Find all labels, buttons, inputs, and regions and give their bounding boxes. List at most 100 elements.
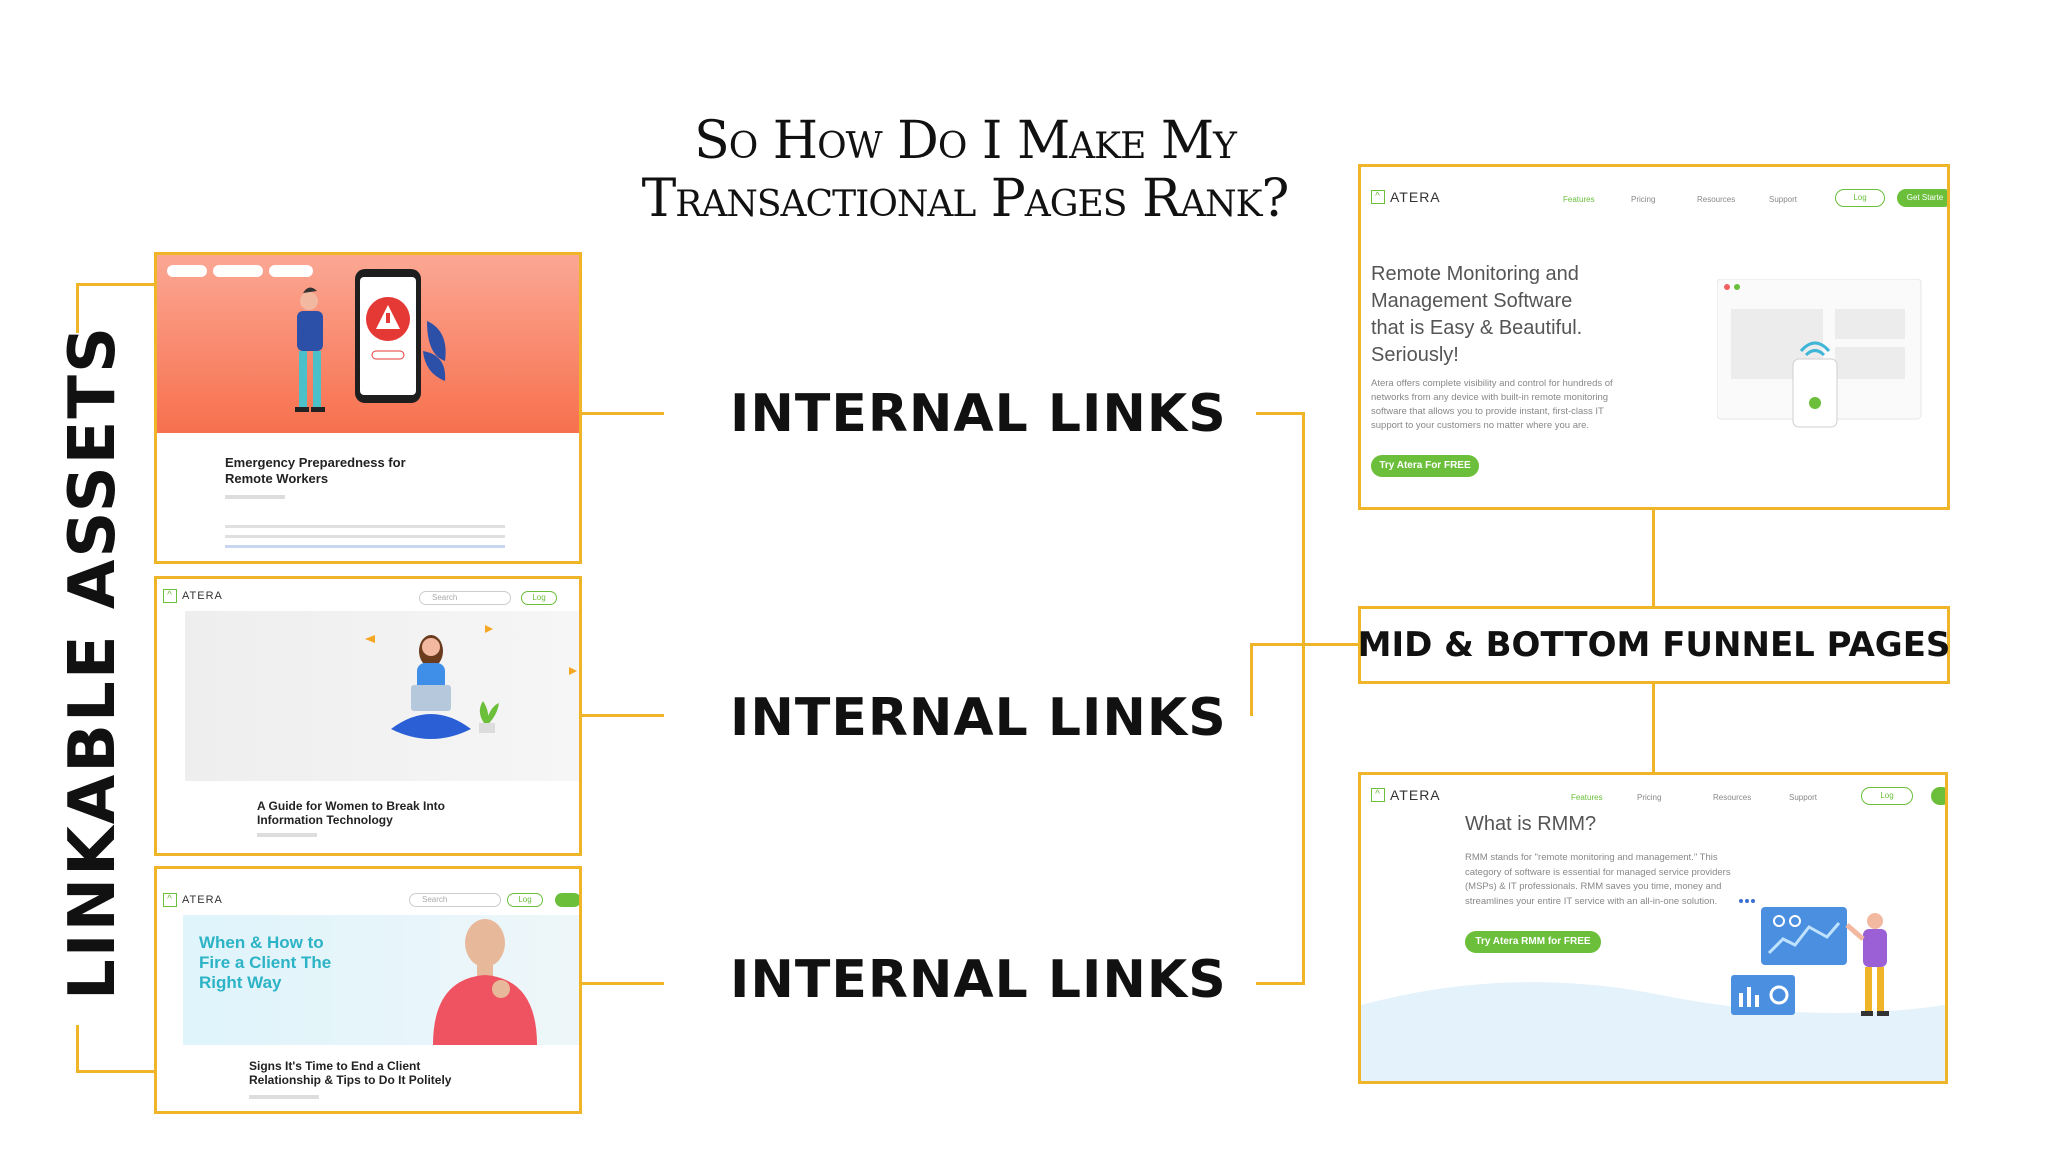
asset-2-log-button[interactable]: Log: [521, 591, 557, 605]
funnel-2-body-line-4: streamlines your entire IT service with …: [1465, 895, 1718, 907]
connector-asset-1: [582, 412, 664, 415]
asset-1-illustration: [295, 269, 446, 412]
asset-card-1[interactable]: Emergency Preparedness for Remote Worker…: [154, 252, 582, 564]
right-bracket-top-stub: [1256, 412, 1304, 415]
funnel-1-headline-line-3: that is Easy & Beautiful.: [1371, 317, 1583, 339]
funnel-1-body-line-1: Atera offers complete visibility and con…: [1371, 378, 1613, 389]
asset-3-hero: When & How to Fire a Client The Right Wa…: [183, 915, 579, 1045]
asset-1-tag: [269, 265, 313, 277]
atera-logo-icon: ^: [163, 893, 177, 907]
funnel-2-wave-background: [1361, 982, 1945, 1081]
bracket-to-funnel: [1250, 643, 1358, 646]
internal-links-label-1: INTERNAL LINKS: [730, 384, 1227, 444]
asset-2-hero: [185, 611, 579, 781]
internal-links-label-3: INTERNAL LINKS: [730, 950, 1227, 1010]
asset-2-search-text: Search: [432, 593, 458, 602]
funnel-2-brand: ATERA: [1390, 787, 1441, 803]
funnel-1-dashboard-illustration: [1717, 279, 1922, 428]
funnel-1-body-line-4: support to your customers no matter wher…: [1371, 420, 1590, 431]
funnel-connector-top: [1652, 510, 1655, 606]
asset-3-title[interactable]: Signs It's Time to End a Client Relation…: [249, 1059, 451, 1087]
left-bracket-top-vertical: [76, 283, 79, 333]
asset-1-excerpt-line: [225, 535, 505, 538]
funnel-pages-label: MID & BOTTOM FUNNEL PAGES: [1357, 625, 1951, 665]
asset-2-brand: ATERA: [182, 590, 223, 602]
funnel-2-cta-button[interactable]: Try Atera RMM for FREE: [1465, 931, 1601, 953]
funnel-2-body-line-2: category of software is essential for ma…: [1465, 866, 1731, 878]
asset-3-hero-heading: When & How to Fire a Client The Right Wa…: [199, 933, 331, 993]
asset-3-brand: ATERA: [182, 894, 223, 906]
funnel-2-body: RMM stands for "remote monitoring and ma…: [1465, 851, 1731, 909]
right-bracket-vertical: [1302, 412, 1305, 985]
asset-3-illustration: [433, 919, 537, 1045]
asset-3-hero-line-2: Fire a Client The: [199, 953, 332, 972]
funnel-2-body-line-1: RMM stands for "remote monitoring and ma…: [1465, 852, 1718, 863]
funnel-1-body-line-3: software that allows you to provide inst…: [1371, 406, 1604, 417]
asset-3-title-line-1: Signs It's Time to End a Client: [249, 1059, 421, 1073]
asset-3-title-line-2: Relationship & Tips to Do It Politely: [249, 1073, 452, 1087]
asset-3-meta: [249, 1095, 319, 1099]
funnel-1-body-line-2: networks from any device with built-in r…: [1371, 392, 1609, 403]
funnel-2-nav-pricing[interactable]: Pricing: [1637, 793, 1662, 802]
funnel-connector-bottom: [1652, 684, 1655, 772]
asset-2-title-line-1: A Guide for Women to Break Into: [257, 799, 446, 813]
asset-1-tag: [167, 265, 207, 277]
funnel-1-get-started-button[interactable]: Get Starte: [1897, 189, 1947, 207]
asset-1-tag: [213, 265, 263, 277]
funnel-1-brand: ATERA: [1390, 189, 1441, 205]
funnel-2-nav-resources[interactable]: Resources: [1713, 793, 1752, 802]
right-bracket-bottom-stub: [1256, 982, 1304, 985]
asset-2-log-label: Log: [532, 593, 546, 602]
left-bracket-bottom-vertical: [76, 1025, 79, 1072]
linkable-assets-label: LINKABLE ASSETS: [56, 324, 130, 1000]
bracket-middle-stub: [1250, 643, 1253, 716]
asset-2-search[interactable]: Search: [419, 591, 511, 605]
funnel-2-log-label: Log: [1880, 791, 1894, 800]
asset-3-search-text: Search: [422, 895, 448, 904]
asset-3-hero-line-1: When & How to: [199, 933, 324, 952]
asset-2-title[interactable]: A Guide for Women to Break Into Informat…: [257, 799, 445, 827]
funnel-1-headline-line-4: Seriously!: [1371, 344, 1459, 366]
asset-3-cta-pill[interactable]: [555, 893, 579, 907]
asset-2-title-line-2: Information Technology: [257, 813, 393, 827]
funnel-2-cta-pill[interactable]: [1931, 787, 1945, 805]
funnel-2-logo[interactable]: ^ ATERA: [1371, 787, 1441, 803]
slide-title-line-1: So How Do I Make My: [694, 111, 1237, 171]
funnel-1-log-button[interactable]: Log: [1835, 189, 1885, 207]
funnel-1-logo[interactable]: ^ ATERA: [1371, 189, 1441, 205]
funnel-pages-box: MID & BOTTOM FUNNEL PAGES: [1358, 606, 1950, 684]
funnel-2-log-button[interactable]: Log: [1861, 787, 1913, 805]
asset-3-logo[interactable]: ^ ATERA: [163, 893, 223, 907]
funnel-1-cta-button[interactable]: Try Atera For FREE: [1371, 455, 1479, 477]
funnel-page-1[interactable]: ^ ATERA Features Pricing Resources Suppo…: [1358, 164, 1950, 510]
funnel-1-cta-label: Try Atera For FREE: [1379, 460, 1471, 471]
atera-logo-icon: ^: [163, 589, 177, 603]
funnel-1-nav-pricing[interactable]: Pricing: [1631, 195, 1656, 204]
asset-1-title[interactable]: Emergency Preparedness for Remote Worker…: [225, 455, 406, 487]
funnel-1-body: Atera offers complete visibility and con…: [1371, 377, 1613, 433]
funnel-1-nav-features[interactable]: Features: [1563, 195, 1595, 204]
asset-3-log-label: Log: [518, 895, 532, 904]
asset-3-log-button[interactable]: Log: [507, 893, 543, 907]
atera-logo-icon: ^: [1371, 788, 1385, 802]
asset-2-meta: [257, 833, 317, 837]
atera-logo-icon: ^: [1371, 190, 1385, 204]
funnel-page-2[interactable]: ^ ATERA Features Pricing Resources Suppo…: [1358, 772, 1948, 1084]
internal-links-label-2: INTERNAL LINKS: [730, 688, 1227, 748]
asset-2-illustration: [365, 625, 577, 739]
asset-3-search[interactable]: Search: [409, 893, 501, 907]
asset-1-excerpt-line: [225, 525, 505, 528]
funnel-1-nav-support[interactable]: Support: [1769, 195, 1798, 204]
left-bracket-bottom-stub: [76, 1070, 156, 1073]
left-bracket-top-stub: [76, 283, 156, 286]
funnel-1-nav-resources[interactable]: Resources: [1697, 195, 1736, 204]
funnel-1-headline-line-1: Remote Monitoring and: [1371, 263, 1579, 285]
funnel-2-nav-support[interactable]: Support: [1789, 793, 1818, 802]
asset-card-3[interactable]: ^ ATERA Search Log When & How to Fire a …: [154, 866, 582, 1114]
asset-card-2[interactable]: ^ ATERA Search Log A Guide for Women to …: [154, 576, 582, 856]
asset-2-logo[interactable]: ^ ATERA: [163, 589, 223, 603]
connector-asset-3: [582, 982, 664, 985]
funnel-2-nav-features[interactable]: Features: [1571, 793, 1603, 802]
asset-1-excerpt-line: [225, 545, 505, 548]
funnel-2-cta-label: Try Atera RMM for FREE: [1475, 936, 1591, 947]
